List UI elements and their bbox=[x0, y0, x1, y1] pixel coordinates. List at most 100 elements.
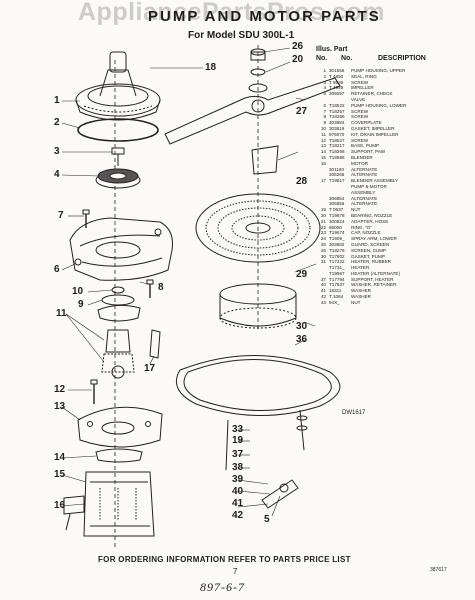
part-no-cell: 306856 bbox=[329, 201, 345, 207]
illus-no-cell: 40 bbox=[320, 282, 326, 288]
illus-no-cell: 31 bbox=[320, 259, 326, 265]
description-cell: WASHER bbox=[351, 294, 371, 300]
callout-7: 7 bbox=[58, 210, 64, 221]
part-no-cell: T18276 bbox=[329, 247, 345, 253]
callout-1: 1 bbox=[54, 95, 60, 106]
part-no-cell: 303619 bbox=[329, 125, 345, 131]
coverplate-drawing bbox=[97, 279, 154, 322]
part-no-cell: T 1064 bbox=[329, 294, 344, 300]
part-no-cell: T 4850 bbox=[329, 73, 344, 79]
part-no-cell: T1731_ bbox=[329, 265, 345, 271]
illus-no-cell: 13 bbox=[320, 143, 326, 149]
callout-14: 14 bbox=[54, 452, 66, 463]
callout-17: 17 bbox=[144, 363, 156, 374]
description-cell: BLENDER bbox=[351, 154, 373, 160]
description-cell: COVERPLATE bbox=[351, 120, 382, 126]
callout-5: 5 bbox=[264, 514, 270, 525]
illus-no-cell: 25 bbox=[320, 241, 326, 247]
description-cell: BASE, PUMP bbox=[351, 143, 380, 149]
illus-no-cell: 41 bbox=[320, 288, 326, 294]
drain-impeller-drawing bbox=[101, 329, 135, 379]
table-row: 306856 ALTERNATE bbox=[315, 201, 471, 207]
illus-no-cell: 24 bbox=[320, 236, 326, 242]
impeller-drawing bbox=[95, 168, 141, 189]
part-no-cell: 16311 bbox=[329, 288, 342, 294]
part-no-cell: 306097 bbox=[329, 91, 345, 97]
callout-39: 39 bbox=[232, 474, 244, 485]
callout-10: 10 bbox=[72, 286, 84, 297]
screen-guard-drawing bbox=[251, 145, 279, 175]
description-cell: SEAL, RING bbox=[351, 73, 377, 79]
description-cell: ALTERNATE bbox=[351, 166, 378, 172]
callout-15: 15 bbox=[54, 469, 66, 480]
callout-42: 42 bbox=[232, 510, 244, 521]
callout-9: 9 bbox=[78, 299, 84, 310]
illus-no-cell: 16 bbox=[320, 160, 326, 166]
callout-41: 41 bbox=[232, 498, 244, 509]
description-cell: BLENDER ASSEMBLY bbox=[351, 178, 399, 184]
table-row: T1731_HEATER bbox=[315, 265, 471, 271]
screw-12-drawing bbox=[90, 379, 98, 404]
illus-no-cell: 23 bbox=[320, 230, 326, 236]
document-code: 387617 bbox=[430, 567, 447, 573]
callout-20: 20 bbox=[292, 54, 304, 65]
illus-no-cell: 2 bbox=[323, 73, 326, 79]
part-no-cell: T18522 bbox=[329, 102, 345, 108]
part-no-cell: T19586 bbox=[329, 154, 345, 160]
callout-28: 28 bbox=[296, 176, 308, 187]
handwritten-note: 897-6-7 bbox=[200, 580, 245, 594]
table-header-no: No. bbox=[316, 55, 328, 62]
part-no-cell: T 4949 bbox=[329, 85, 344, 91]
illus-no-cell: 30 bbox=[320, 253, 326, 259]
table-header-illus: Illus. Part bbox=[316, 46, 348, 53]
callout-36: 36 bbox=[296, 334, 308, 345]
description-cell: ALTERNATE bbox=[351, 201, 378, 207]
table-row: PUMP & MOTOR bbox=[315, 184, 471, 190]
description-cell: GUARD, SCREEN bbox=[351, 241, 390, 247]
motor-drawing bbox=[63, 471, 155, 537]
illus-no-cell: 43 bbox=[320, 299, 326, 305]
callout-37: 37 bbox=[232, 449, 244, 460]
paw-support-drawing bbox=[95, 448, 143, 463]
part-no-cell: T17222 bbox=[329, 259, 345, 265]
description-cell: ADAPTER, HOSE bbox=[351, 218, 389, 224]
part-no-cell: 301556 bbox=[329, 68, 345, 73]
illus-no-cell: 22 bbox=[320, 224, 326, 230]
ordering-info-footer: FOR ORDERING INFORMATION REFER TO PARTS … bbox=[98, 555, 351, 564]
callout-3: 3 bbox=[54, 146, 60, 157]
part-no-cell: T18527 bbox=[329, 137, 345, 143]
part-no-cell: 95000 bbox=[329, 224, 342, 230]
description-cell: SCREEN, SUMP bbox=[351, 247, 386, 253]
description-cell: HEATER (ALTERNATE) bbox=[351, 270, 401, 276]
part-no-cell: 975070 bbox=[329, 131, 345, 137]
part-no-cell: T18256 bbox=[329, 114, 345, 120]
callout-26: 26 bbox=[292, 41, 304, 52]
description-cell: KIT, DRAIN IMPELLER bbox=[351, 131, 399, 137]
description-cell: SUPPORT, HEATER bbox=[351, 276, 394, 282]
illus-no-cell: 1 bbox=[323, 68, 326, 73]
spray-arm-drawing bbox=[164, 48, 341, 145]
illus-no-cell: 3 bbox=[323, 79, 326, 85]
lower-pump-housing-drawing bbox=[69, 217, 173, 281]
illus-no-cell: 17 bbox=[320, 178, 326, 184]
description-cell: NUT bbox=[351, 207, 361, 213]
part-no-cell: T18257 bbox=[329, 108, 345, 114]
description-cell: SCREW bbox=[351, 114, 369, 120]
